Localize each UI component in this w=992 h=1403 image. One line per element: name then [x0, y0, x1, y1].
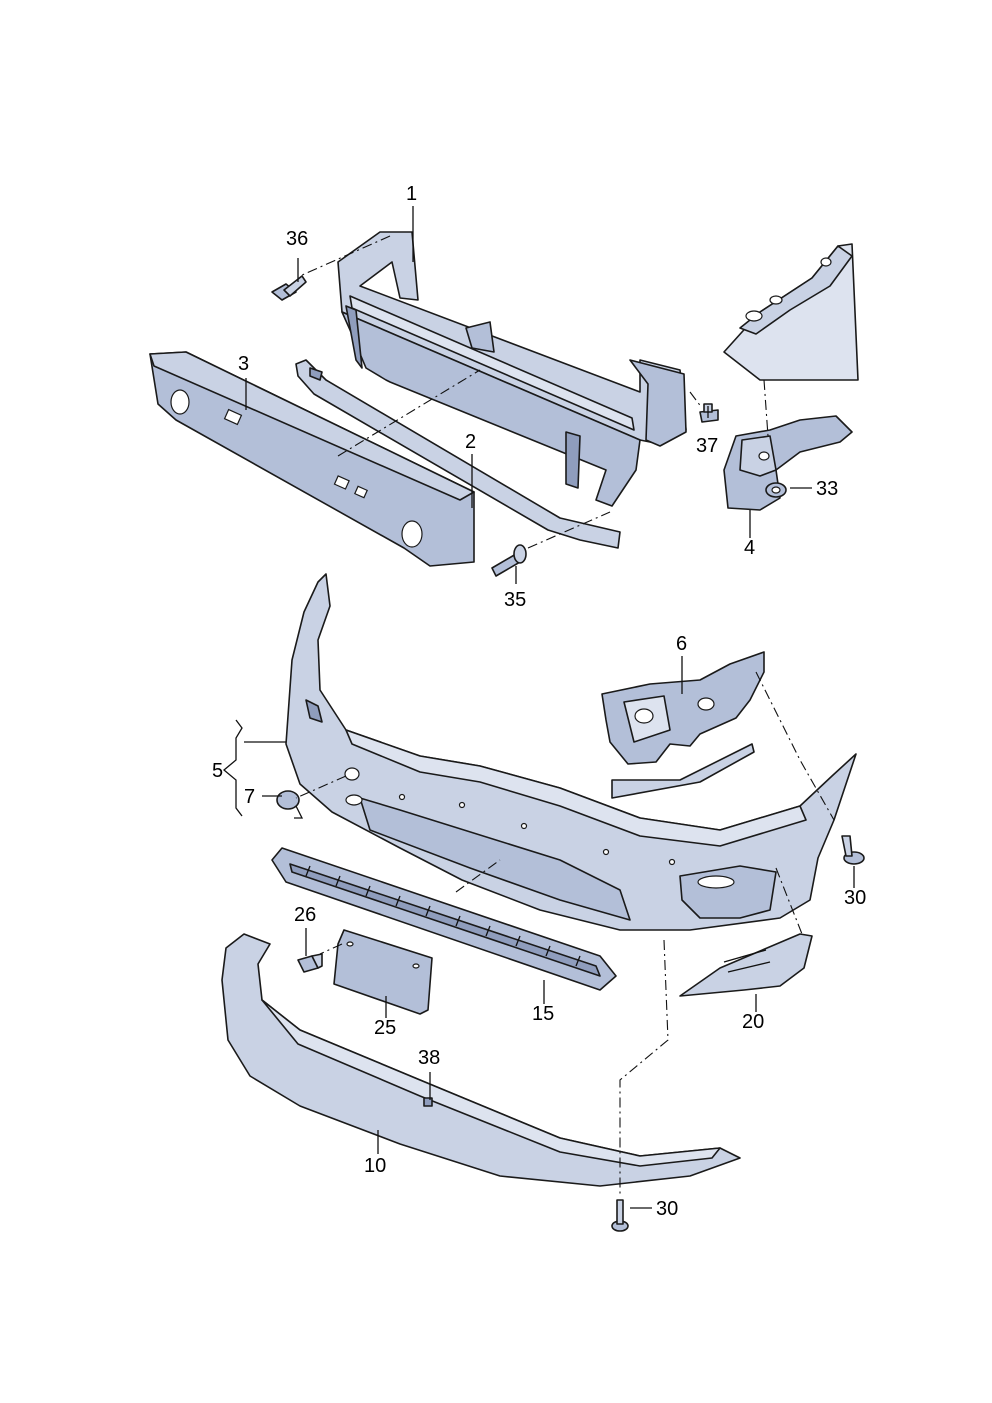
callout-36: 36	[286, 228, 308, 250]
leader-lines	[222, 206, 855, 1209]
clip-37	[699, 403, 719, 423]
callout-15: 15	[532, 1003, 554, 1025]
screw-30-upper	[841, 835, 865, 865]
bumper-cover	[285, 573, 857, 931]
callout-1: 1	[406, 183, 417, 205]
callout-7: 7	[244, 786, 255, 808]
clip-26	[297, 953, 323, 973]
holder-7	[276, 790, 304, 819]
rivet-35	[491, 544, 527, 577]
callout-30-upper: 30	[844, 887, 866, 909]
callout-38: 38	[418, 1047, 440, 1069]
callout-26: 26	[294, 904, 316, 926]
callout-30-lower: 30	[656, 1198, 678, 1220]
energy-absorber	[149, 351, 475, 567]
reinforcement-bar	[337, 231, 687, 507]
support-strip	[295, 359, 621, 549]
callout-37: 37	[696, 435, 718, 457]
callout-labels: 1 36 3 2 37 33 4 35 6 5 7 30 26 15 20 25…	[212, 183, 866, 1220]
screw-30-lower	[611, 1199, 629, 1232]
callout-2: 2	[465, 431, 476, 453]
callout-25: 25	[374, 1017, 396, 1039]
callout-3: 3	[238, 353, 249, 375]
bolt-36	[271, 275, 307, 301]
lower-spoiler	[221, 933, 741, 1187]
callout-5: 5	[212, 760, 223, 782]
callout-10: 10	[364, 1155, 386, 1177]
lower-grille	[271, 847, 617, 991]
plate-holder	[333, 929, 433, 1015]
callout-20: 20	[742, 1011, 764, 1033]
callout-33: 33	[816, 478, 838, 500]
fender-panel	[723, 243, 859, 381]
bumper-mount-bracket	[601, 651, 765, 799]
nut-33	[765, 482, 787, 498]
side-bracket	[723, 415, 853, 511]
assembly-lines	[295, 235, 835, 1196]
callout-6: 6	[676, 633, 687, 655]
side-trim	[679, 933, 813, 997]
callout-4: 4	[744, 537, 755, 559]
callout-35: 35	[504, 589, 526, 611]
